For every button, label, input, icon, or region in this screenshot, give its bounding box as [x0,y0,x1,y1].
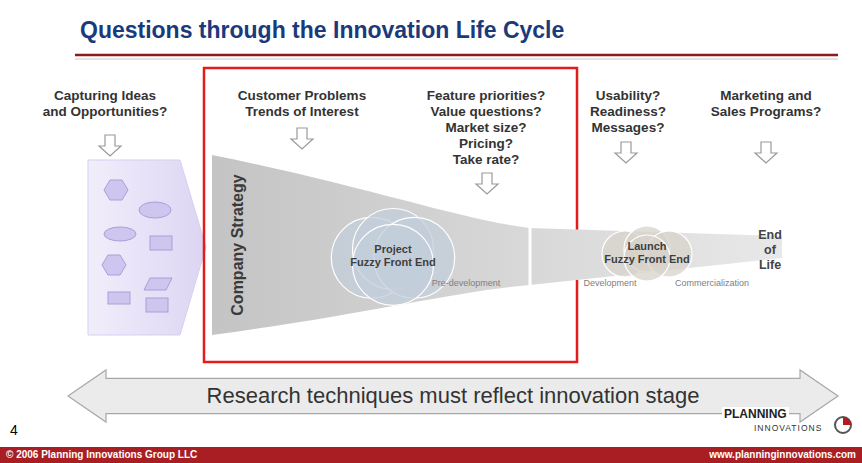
double-arrow-shape [68,370,838,422]
stage-question: Marketing and Sales Programs? [711,88,821,120]
down-arrow [755,142,777,163]
phase-divider [529,220,532,290]
strategy-label: Company Strategy [229,174,247,315]
hexagon [104,180,128,200]
idea-shapes [102,180,172,312]
stage-title: Launch Fuzzy Front End [604,240,690,266]
rectangle [146,298,168,312]
ellipse [139,202,171,218]
project-fuzzy-front-end: Project Fuzzy Front End [340,212,446,300]
banner-text: Research techniques must reflect innovat… [207,383,700,409]
down-arrow [476,173,498,194]
strategy-funnel: Project Fuzzy Front End Launch Fuzzy Fron… [212,150,787,340]
down-arrow [615,142,637,163]
phase-label: Commercialization [675,278,749,289]
launch-fuzzy-front-end: Launch Fuzzy Front End [592,228,702,278]
title-rule-thin [75,59,838,60]
stage-question: Feature priorities? Value questions? Mar… [427,88,546,168]
stage-question: Capturing Ideas and Opportunities? [43,88,168,120]
logo-word: PLANNING [722,407,789,421]
logo-icon [835,417,851,433]
idea-arrow [88,160,206,335]
hexagon [102,255,126,275]
rectangle [150,236,172,250]
phase-label: Pre-development [432,278,501,289]
website: www.planninginnovations.com [709,447,856,463]
node-shape [212,150,787,340]
end-of-life-label: End of Life [758,228,782,272]
stage-question: Customer Problems Trends of Interest [238,88,366,120]
logo-word: INNOVATIONS [752,423,824,433]
phase-label: Development [583,278,636,289]
down-arrows [99,128,777,194]
logo-wedge [843,417,851,425]
down-arrow [99,135,121,156]
title-rule [75,54,838,57]
down-arrow [291,128,313,149]
copyright: © 2006 Planning Innovations Group LLC [6,447,197,463]
parallelogram [144,278,172,290]
rectangle [108,292,130,304]
funnel-shape [212,155,782,335]
footer-bar: © 2006 Planning Innovations Group LLC www… [0,447,862,463]
ellipse [104,227,136,241]
stage-question: Usability? Readiness? Messages? [590,88,666,136]
logo-ring [835,417,851,433]
slide-title: Questions through the Innovation Life Cy… [80,17,564,44]
stage-title: Project Fuzzy Front End [350,243,436,269]
page-number: 4 [10,422,18,439]
